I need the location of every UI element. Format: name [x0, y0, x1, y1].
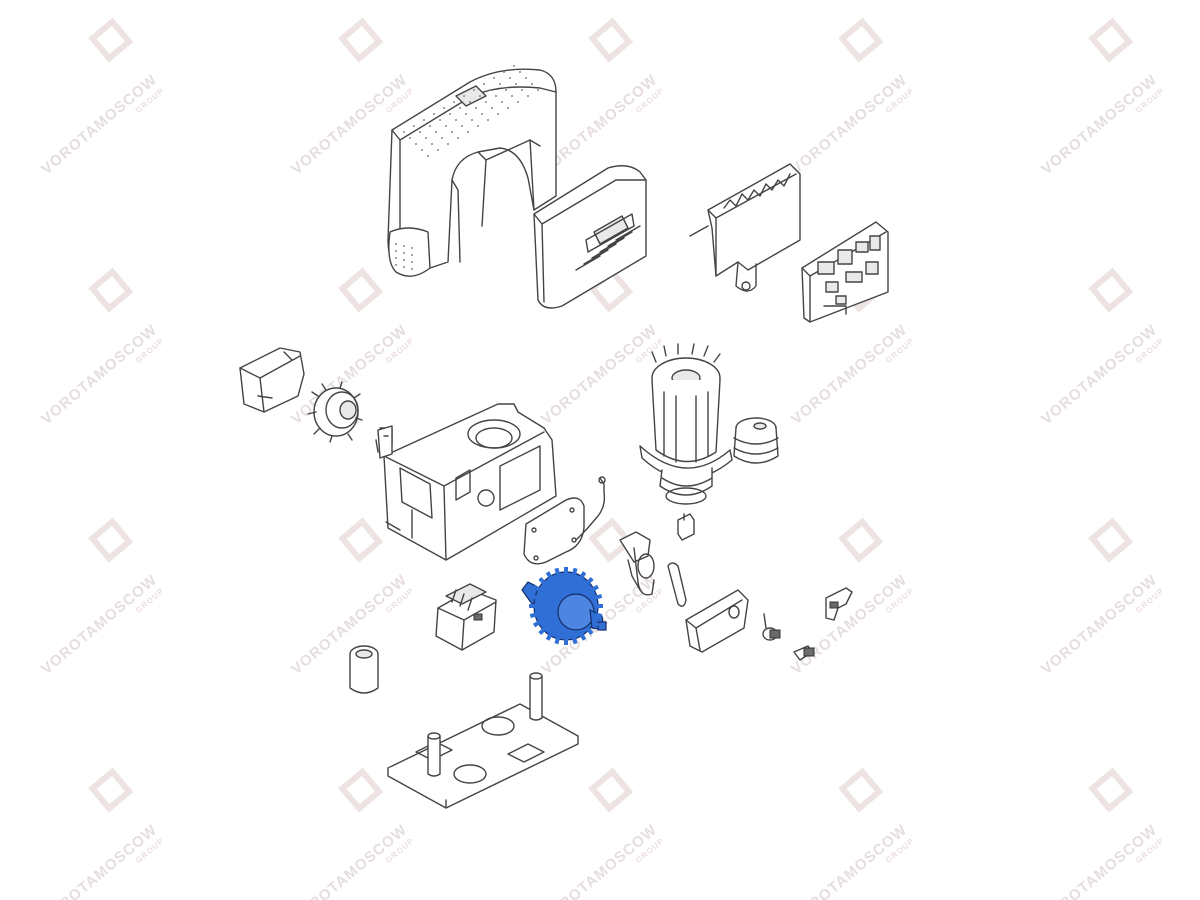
control-board-part[interactable] — [801, 221, 889, 323]
small-clip-part[interactable] — [677, 513, 695, 541]
limit-switch-spring-part[interactable] — [575, 476, 606, 541]
watermark-brand-text: VOROTAMOSCOW — [788, 71, 911, 178]
watermark-brand-text: VOROTAMOSCOW — [38, 71, 161, 178]
pinion-gear-part[interactable] — [307, 381, 363, 443]
watermark-brand-text: VOROTAMOSCOW — [1038, 571, 1161, 678]
watermark-brand-text: VOROTAMOSCOW — [538, 321, 661, 428]
bracket-clip-part[interactable] — [377, 425, 393, 459]
small-key-part[interactable] — [793, 645, 815, 661]
pinion-cover-part[interactable] — [239, 347, 305, 413]
watermark-brand-text: VOROTAMOSCOW — [788, 321, 911, 428]
watermark-brand-text: VOROTAMOSCOW — [1038, 71, 1161, 178]
release-loop-part[interactable] — [667, 562, 687, 607]
watermark-brand-text: VOROTAMOSCOW — [788, 571, 911, 678]
bushing-part[interactable] — [349, 645, 379, 694]
worm-gear-shaft-part[interactable] — [521, 567, 607, 645]
control-board-bracket-part[interactable] — [689, 0, 801, 292]
cover-top-part[interactable] — [387, 65, 557, 277]
lock-cylinder-part[interactable] — [762, 613, 781, 641]
release-door-part[interactable] — [685, 589, 749, 653]
gasket-part[interactable] — [523, 497, 585, 565]
motor-part[interactable] — [639, 343, 733, 505]
cover-front-part[interactable] — [533, 165, 647, 309]
release-lever-part[interactable] — [619, 531, 655, 596]
vent-dots — [395, 65, 539, 270]
front-vent-lines — [575, 225, 641, 271]
coil-stack-part[interactable] — [733, 417, 779, 464]
base-plate-part[interactable] — [387, 672, 579, 809]
transformer-part[interactable] — [435, 583, 497, 651]
watermark-brand-text: VOROTAMOSCOW — [1038, 321, 1161, 428]
watermark-brand-text: VOROTAMOSCOW — [38, 571, 161, 678]
gearbox-housing-part[interactable] — [375, 403, 557, 561]
release-key-part[interactable] — [825, 587, 853, 621]
watermark-brand-text: VOROTAMOSCOW — [38, 321, 161, 428]
